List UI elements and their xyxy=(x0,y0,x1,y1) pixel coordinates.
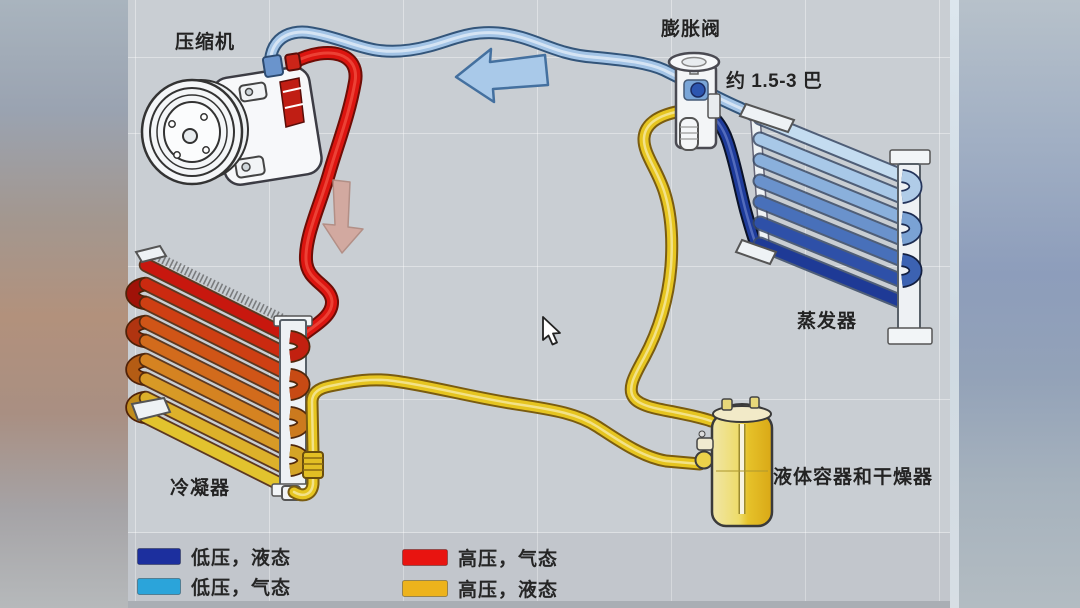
blurred-backdrop-left xyxy=(0,0,128,608)
frame-bottom-band xyxy=(128,601,950,608)
pipe-coupling xyxy=(302,451,324,479)
legend-item-low-pressure-liquid: 低压，液态 xyxy=(137,546,291,569)
condenser-top-bracket xyxy=(134,244,168,264)
evaporator-top-bracket xyxy=(738,102,796,134)
legend-label: 高压，气态 xyxy=(458,548,559,570)
sight-glass-fitting xyxy=(696,437,714,451)
legend-strip xyxy=(128,533,950,608)
receiver-drier-label: 液体容器和干燥器 xyxy=(773,467,934,488)
legend-item-high-pressure-gas: 高压，气态 xyxy=(402,547,558,570)
legend-item-high-pressure-liquid: 高压，液态 xyxy=(402,578,558,601)
flow-left-arrow-icon xyxy=(454,47,550,104)
compressor-label: 压缩机 xyxy=(175,32,236,53)
legend-item-low-pressure-gas: 低压，气态 xyxy=(137,576,291,599)
legend-swatch-navy xyxy=(137,547,181,565)
backdrop-edge-highlight xyxy=(950,0,959,608)
condenser-label: 冷凝器 xyxy=(170,478,231,499)
condenser-fins xyxy=(150,249,300,331)
legend-label: 低压，气态 xyxy=(191,577,292,599)
blurred-backdrop-right xyxy=(950,0,1080,608)
compressor-illustration xyxy=(140,52,323,186)
expansion-valve-label: 膨胀阀 xyxy=(661,19,722,40)
compressor-pulley xyxy=(140,78,249,186)
pipe-receiver-to-valve xyxy=(631,112,711,421)
legend-swatch-amber xyxy=(402,579,448,597)
mouse-cursor-icon xyxy=(542,316,561,346)
evaporator-label: 蒸发器 xyxy=(797,311,858,332)
condenser-bottom-bracket xyxy=(130,396,172,422)
legend-label: 高压，液态 xyxy=(458,579,559,601)
flow-down-arrow-icon xyxy=(322,179,364,254)
compressor-outlet-fitting xyxy=(284,52,302,72)
evaporator-illustration xyxy=(734,102,933,345)
legend-swatch-lightblue xyxy=(137,577,181,595)
valve-sensor-bulb xyxy=(679,117,699,151)
legend-label: 低压，液态 xyxy=(191,547,292,569)
condenser-illustration xyxy=(125,244,315,501)
receiver-drier-illustration xyxy=(694,396,774,528)
compressor-inlet-fitting xyxy=(261,54,285,78)
pressure-note-label: 约 1.5-3 巴 xyxy=(726,71,823,92)
legend-swatch-red xyxy=(402,548,448,566)
pipe-high-pressure-liquid xyxy=(294,380,700,495)
expansion-valve-illustration xyxy=(667,51,721,151)
evaporator-bottom-bracket xyxy=(734,238,778,266)
